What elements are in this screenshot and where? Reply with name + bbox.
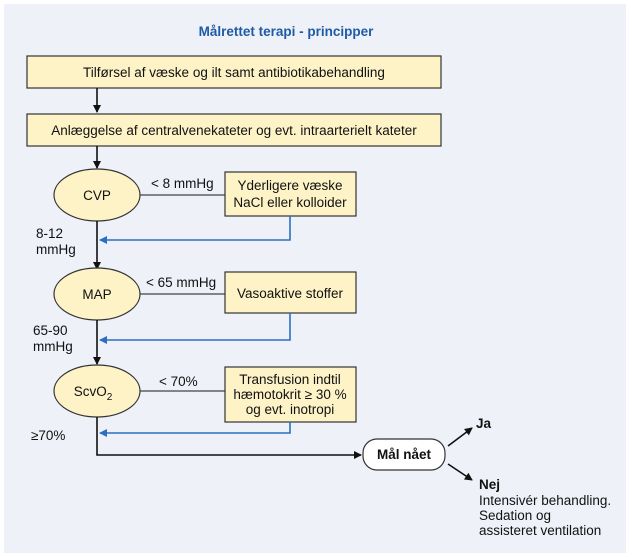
goal-no: Nej [479,477,500,492]
scvo2-action-line2: hæmotokrit ≥ 30 % [233,387,346,402]
scvo2-target: ≥70% [31,428,65,443]
goal-node [362,438,446,471]
scvo2-label-main: ScvO [74,384,107,399]
cvp-action-line2: NaCl eller kolloider [233,195,347,210]
map-low-condition: < 65 mmHg [146,275,216,290]
cvp-feedback-arrow [99,216,291,244]
step1-box [26,55,442,89]
goal-yes: Ja [476,416,492,431]
scvo2-action-line1: Transfusion indtil [239,372,341,387]
cvp-action-line1: Yderligere væske [237,178,342,193]
step1-text: Tilførsel af væske og ilt samt antibioti… [83,65,385,80]
arrow-goal-no [447,463,473,481]
map-feedback-arrow [99,313,291,344]
map-target-line2: mmHg [33,339,73,354]
cvp-target-line2: mmHg [36,242,76,257]
scvo2-feedback-arrow [99,422,291,437]
map-target-line1: 65-90 [33,323,68,338]
cvp-label: CVP [83,188,111,203]
scvo2-label: ScvO2 [74,384,113,403]
map-action-box [224,271,357,314]
scvo2-action-box [224,366,357,423]
map-action: Vasoaktive stoffer [237,286,344,301]
cvp-low-condition: < 8 mmHg [151,176,214,191]
goal-no-detail-line2: Sedation og [479,508,551,523]
goal-no-detail-line3: assisteret ventilation [479,523,601,538]
arrow-scvo2-goal [96,417,362,459]
diagram-title: Målrettet terapi - principper [199,24,375,39]
cvp-target-line1: 8-12 [36,226,63,241]
arrow-goal-yes [447,427,473,447]
goal-label: Mål nået [377,447,432,462]
goal-no-detail-line1: Intensivér behandling. [479,493,611,508]
scvo2-action-line3: og evt. inotropi [246,402,335,417]
step2-box [26,113,442,147]
scvo2-label-sub: 2 [107,392,113,403]
step2-text: Anlæggelse af centralvenekateter og evt.… [51,123,417,138]
scvo2-low-condition: < 70% [159,374,198,389]
map-label: MAP [82,287,111,302]
